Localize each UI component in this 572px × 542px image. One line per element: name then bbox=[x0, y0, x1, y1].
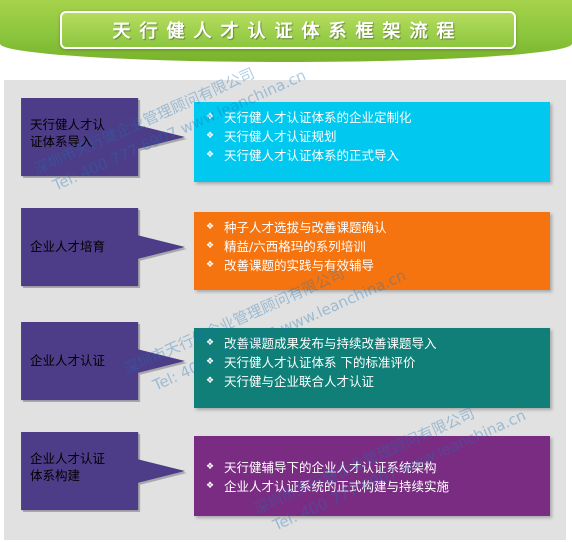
step-arrow-shape bbox=[21, 208, 186, 287]
step-detail-list: ❖ 种子人才选拔与改善课题确认 ❖ 精益/六西格玛的系列培训 ❖ 改善课题的实践与有效辅导 bbox=[200, 218, 550, 275]
title-box: 天行健人才认证体系框架流程 bbox=[60, 11, 516, 49]
diamond-bullet-icon: ❖ bbox=[206, 338, 215, 348]
step-label-line: 企业人才培育 bbox=[30, 239, 106, 254]
step-arrow-4 bbox=[21, 432, 187, 513]
step-detail-list: ❖ 改善课题成果发布与持续改善课题导入 ❖ 天行健人才认证体系 下的标准评价 ❖ 天行健与… bbox=[200, 334, 550, 391]
list-item: ❖ 企业人才认证系统的正式构建与持续实施 bbox=[200, 477, 550, 496]
diamond-bullet-icon: ❖ bbox=[206, 131, 215, 141]
step-label-3: 企业人才认证 bbox=[30, 352, 105, 369]
list-item: ❖ 种子人才选拔与改善课题确认 bbox=[200, 218, 550, 237]
step-detail-box-2: ❖ 种子人才选拔与改善课题确认 ❖ 精益/六西格玛的系列培训 ❖ 改善课题的实践与有效辅导 bbox=[194, 212, 550, 290]
step-label-2: 企业人才培育 bbox=[30, 238, 105, 255]
step-arrow-shape bbox=[21, 98, 186, 177]
list-item-text: 天行健人才认证体系的企业定制化 bbox=[224, 110, 412, 125]
diamond-bullet-icon: ❖ bbox=[206, 241, 215, 251]
list-item: ❖ 天行健人才认证规划 bbox=[200, 127, 550, 146]
list-item: ❖ 天行健与企业联合人才认证 bbox=[200, 372, 550, 391]
list-item-text: 改善课题成果发布与持续改善课题导入 bbox=[224, 336, 437, 351]
list-item-text: 精益/六西格玛的系列培训 bbox=[224, 239, 366, 254]
step-label-line: 证体系导入 bbox=[30, 134, 93, 149]
step-detail-box-3: ❖ 改善课题成果发布与持续改善课题导入 ❖ 天行健人才认证体系 下的标准评价 ❖ 天行健与… bbox=[194, 328, 550, 408]
step-detail-box-4: ❖ 天行健辅导下的企业人才认证系统架构 ❖ 企业人才认证系统的正式构建与持续实施 bbox=[194, 436, 550, 516]
list-item: ❖ 天行健辅导下的企业人才认证系统架构 bbox=[200, 458, 550, 477]
step-label-4: 企业人才认证体系构建 bbox=[30, 450, 105, 484]
step-label-line: 企业人才认证 bbox=[30, 353, 106, 368]
diamond-bullet-icon: ❖ bbox=[206, 376, 215, 386]
step-arrow-shape bbox=[21, 432, 186, 511]
list-item: ❖ 精益/六西格玛的系列培训 bbox=[200, 237, 550, 256]
list-item-text: 改善课题的实践与有效辅导 bbox=[224, 258, 375, 273]
list-item-text: 天行健人才认证体系 下的标准评价 bbox=[224, 355, 416, 370]
step-label-line: 体系构建 bbox=[30, 468, 81, 483]
diamond-bullet-icon: ❖ bbox=[206, 112, 215, 122]
page-title: 天行健人才认证体系框架流程 bbox=[112, 21, 464, 42]
list-item: ❖ 天行健人才认证体系的企业定制化 bbox=[200, 108, 550, 127]
list-item-text: 天行健人才认证体系的正式导入 bbox=[224, 148, 400, 163]
step-label-line: 企业人才认证 bbox=[30, 451, 106, 466]
list-item: ❖ 天行健人才认证体系的正式导入 bbox=[200, 146, 550, 165]
diamond-bullet-icon: ❖ bbox=[206, 222, 215, 232]
title-banner: 天行健人才认证体系框架流程 bbox=[0, 0, 572, 62]
list-item-text: 企业人才认证系统的正式构建与持续实施 bbox=[224, 479, 450, 494]
list-item-text: 天行健人才认证规划 bbox=[224, 129, 337, 144]
list-item: ❖ 天行健人才认证体系 下的标准评价 bbox=[200, 353, 550, 372]
step-arrow-2 bbox=[21, 208, 187, 289]
list-item-text: 天行健与企业联合人才认证 bbox=[224, 374, 375, 389]
diamond-bullet-icon: ❖ bbox=[206, 481, 215, 491]
step-arrow-shape bbox=[21, 322, 186, 401]
list-item: ❖ 改善课题成果发布与持续改善课题导入 bbox=[200, 334, 550, 353]
step-detail-box-1: ❖ 天行健人才认证体系的企业定制化 ❖ 天行健人才认证规划 ❖ 天行健人才认证体系的正式导… bbox=[194, 102, 550, 182]
list-item: ❖ 改善课题的实践与有效辅导 bbox=[200, 256, 550, 275]
diamond-bullet-icon: ❖ bbox=[206, 260, 215, 270]
step-label-1: 天行健人才认证体系导入 bbox=[30, 116, 105, 150]
list-item-text: 天行健辅导下的企业人才认证系统架构 bbox=[224, 460, 437, 475]
step-arrow-1 bbox=[21, 98, 187, 179]
diamond-bullet-icon: ❖ bbox=[206, 462, 215, 472]
step-detail-list: ❖ 天行健人才认证体系的企业定制化 ❖ 天行健人才认证规划 ❖ 天行健人才认证体系的正式导… bbox=[200, 108, 550, 165]
step-label-line: 天行健人才认 bbox=[30, 117, 106, 132]
step-detail-list: ❖ 天行健辅导下的企业人才认证系统架构 ❖ 企业人才认证系统的正式构建与持续实施 bbox=[200, 458, 550, 496]
step-arrow-3 bbox=[21, 322, 187, 403]
diamond-bullet-icon: ❖ bbox=[206, 150, 215, 160]
list-item-text: 种子人才选拔与改善课题确认 bbox=[224, 220, 387, 235]
diamond-bullet-icon: ❖ bbox=[206, 357, 215, 367]
